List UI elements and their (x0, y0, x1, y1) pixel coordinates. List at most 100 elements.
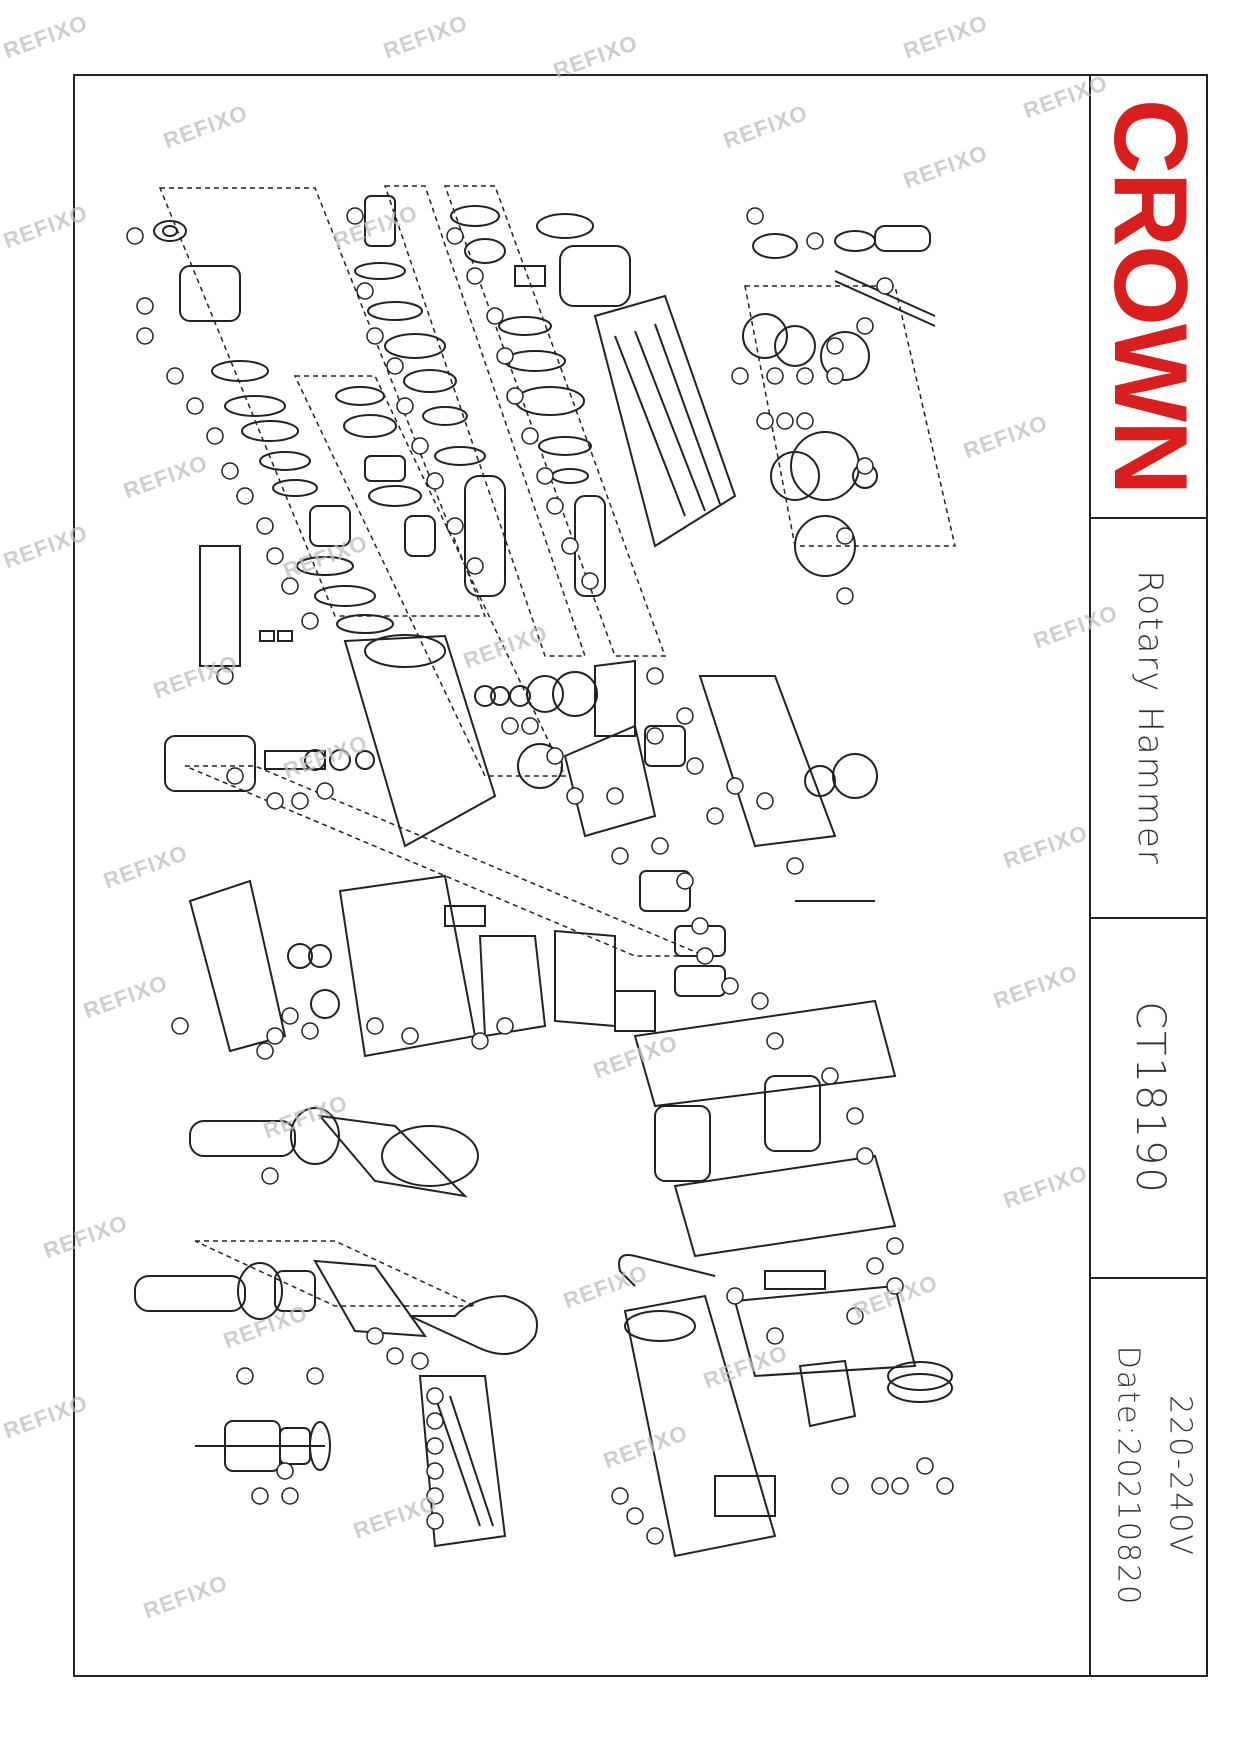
part-callout-marker (766, 1327, 784, 1345)
part-callout-marker (936, 1477, 954, 1495)
part-callout-marker (731, 367, 749, 385)
part-callout-marker (261, 1167, 279, 1185)
part-callout-marker (756, 792, 774, 810)
part-callout-marker (611, 1487, 629, 1505)
part-callout-marker (726, 1287, 744, 1305)
part-callout-marker (426, 1487, 444, 1505)
part-callout-marker (696, 947, 714, 965)
part-callout-marker (821, 1067, 839, 1085)
part-callout-marker (581, 572, 599, 590)
part-callout-marker (751, 992, 769, 1010)
part-callout-marker (846, 1307, 864, 1325)
part-callout-marker (831, 1477, 849, 1495)
gear-assembly-group-outline (158, 187, 487, 617)
part-callout-marker (546, 747, 564, 765)
part-callout-marker (776, 412, 794, 430)
part-callout-marker (836, 587, 854, 605)
part-callout-marker (856, 457, 874, 475)
lower-right-parts (798, 1359, 953, 1428)
part-callout-marker (301, 1022, 319, 1040)
part-callout-marker (276, 1462, 294, 1480)
part-callout-marker (281, 1007, 299, 1025)
part-callout-marker (866, 1257, 884, 1275)
clutch-assembly-group-outline (383, 185, 587, 657)
part-callout-marker (366, 1017, 384, 1035)
spare-armature (195, 1420, 331, 1472)
release-date: Date:20210820 (1110, 1345, 1145, 1607)
auxiliary-handle (189, 1107, 479, 1198)
part-callout-marker (386, 357, 404, 375)
part-callout-marker (846, 1107, 864, 1125)
side-handle-parts (134, 1259, 538, 1355)
part-callout-marker (606, 787, 624, 805)
part-callout-marker (486, 307, 504, 325)
watermark-text: REFIXO (380, 9, 472, 64)
part-callout-marker (446, 517, 464, 535)
part-callout-marker (826, 337, 844, 355)
part-callout-marker (366, 327, 384, 345)
part-callout-marker (916, 1457, 934, 1475)
part-callout-marker (626, 1507, 644, 1525)
part-callout-marker (786, 857, 804, 875)
part-callout-marker (501, 717, 519, 735)
product-name: Rotary Hammer (1129, 570, 1170, 866)
piston-parts (450, 205, 606, 597)
part-callout-marker (756, 412, 774, 430)
model-cell: CT18190 (1091, 919, 1208, 1279)
rear-housing (188, 874, 616, 1058)
hammer-body-lower (623, 1294, 777, 1558)
spec-cell: Date:20210820 220-240V (1091, 1279, 1208, 1673)
motor-parts (335, 386, 436, 557)
part-callout-marker (721, 977, 739, 995)
part-callout-marker (766, 367, 784, 385)
part-callout-marker (426, 472, 444, 490)
part-callout-marker (646, 727, 664, 745)
part-callout-marker (281, 1487, 299, 1505)
clutch-parts (354, 195, 506, 597)
title-block: CROWN Rotary Hammer CT18190 Date:2021082… (1089, 74, 1208, 1677)
drawing-frame (73, 74, 1208, 1677)
watermark-text: REFIXO (0, 9, 92, 64)
part-callout-marker (386, 1347, 404, 1365)
crank-assembly-group-outline (744, 285, 956, 547)
part-callout-marker (221, 462, 239, 480)
part-callout-marker (426, 1437, 444, 1455)
part-callout-marker (256, 1042, 274, 1060)
brand-logo: CROWN (1091, 98, 1208, 493)
part-callout-marker (136, 327, 154, 345)
part-callout-marker (496, 347, 514, 365)
voltage-rating: 220-240V (1162, 1395, 1197, 1557)
grease-tube (199, 545, 241, 667)
part-callout-marker (566, 787, 584, 805)
handle-assembly-group-outline (194, 1240, 476, 1307)
part-callout-marker (316, 782, 334, 800)
part-callout-marker (411, 437, 429, 455)
rear-handle-parts (618, 1254, 917, 1378)
part-callout-marker (746, 207, 764, 225)
part-callout-marker (536, 467, 554, 485)
part-callout-marker (356, 282, 374, 300)
part-callout-marker (401, 1027, 419, 1045)
part-callout-marker (521, 717, 539, 735)
switch-parts (614, 870, 897, 1258)
exploded-view-drawing (126, 185, 956, 1558)
part-callout-marker (646, 667, 664, 685)
part-callout-marker (251, 1487, 269, 1505)
model-number: CT18190 (1126, 1001, 1173, 1195)
part-callout-marker (216, 667, 234, 685)
part-callout-marker (706, 807, 724, 825)
part-callout-marker (166, 367, 184, 385)
part-callout-marker (766, 1032, 784, 1050)
part-callout-marker (396, 397, 414, 415)
brand-cell: CROWN (1091, 74, 1208, 519)
motor-assembly-group-outline (293, 375, 567, 777)
part-callout-marker (886, 1237, 904, 1255)
part-callout-marker (171, 1017, 189, 1035)
part-callout-marker (676, 707, 694, 725)
part-callout-marker (411, 1352, 429, 1370)
part-callout-marker (426, 1462, 444, 1480)
part-callout-marker (346, 207, 364, 225)
part-callout-marker (281, 577, 299, 595)
part-callout-marker (806, 232, 824, 250)
part-callout-marker (506, 387, 524, 405)
